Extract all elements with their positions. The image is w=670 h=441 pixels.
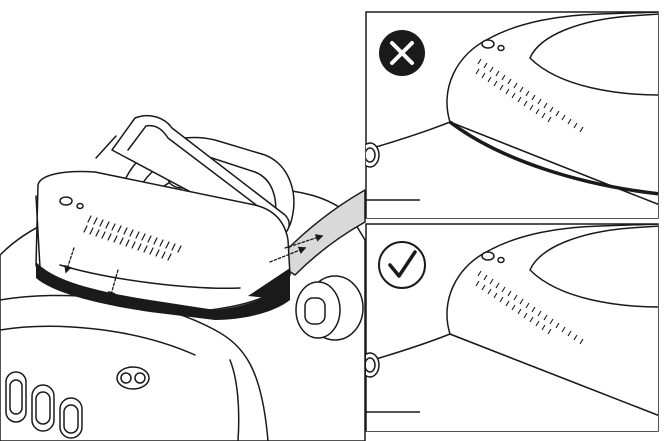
main-illustration bbox=[0, 114, 366, 441]
side-knob bbox=[295, 275, 364, 341]
vent-grille bbox=[83, 215, 182, 261]
sensor-dots bbox=[59, 196, 84, 210]
camera-lens-pair bbox=[116, 366, 150, 390]
body-buttons bbox=[5, 371, 83, 439]
cushion-seam bbox=[36, 262, 290, 320]
panel-correct bbox=[365, 223, 659, 432]
cross-icon bbox=[379, 30, 425, 76]
panel-incorrect bbox=[365, 11, 659, 219]
insert-arrows bbox=[64, 234, 324, 300]
check-icon bbox=[378, 241, 426, 289]
rear-strap bbox=[274, 189, 366, 276]
